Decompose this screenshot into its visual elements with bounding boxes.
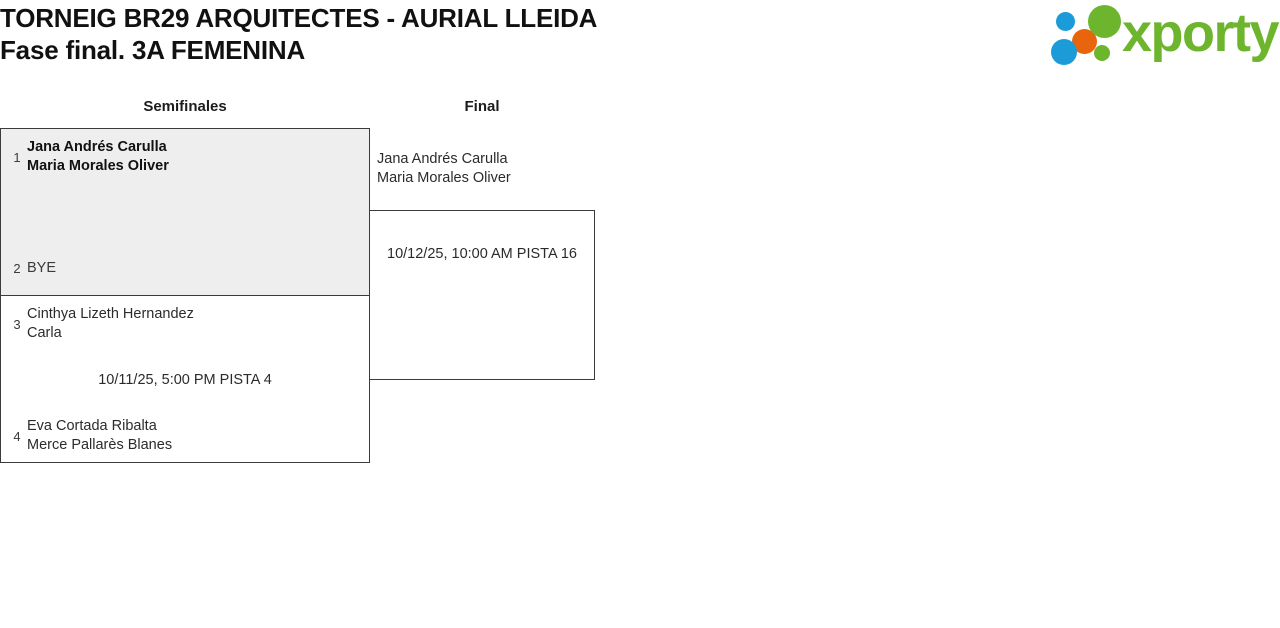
tournament-title-block: TORNEIG BR29 ARQUITECTES - AURIAL LLEIDA… (0, 2, 900, 66)
player-name-2: Carla (27, 325, 62, 341)
team-names: Eva Cortada Ribalta Merce Pallarès Blane… (27, 417, 172, 455)
logo-dot-blue-small (1056, 12, 1075, 31)
logo-dot-green-large (1088, 5, 1121, 38)
team-names: Cinthya Lizeth Hernandez Carla (27, 305, 194, 343)
logo-wordmark: xporty (1122, 3, 1280, 63)
round-header-semifinales: Semifinales (143, 98, 227, 115)
match-final-schedule: 10/12/25, 10:00 AM PISTA 16 (387, 246, 577, 262)
logo-dot-green-small (1094, 45, 1110, 61)
round-header-final: Final (464, 98, 500, 115)
match-sf1-team-bottom[interactable]: 2 BYE (1, 259, 369, 278)
tournament-name: TORNEIG BR29 ARQUITECTES - AURIAL LLEIDA (0, 3, 598, 33)
match-sf2-team-bottom[interactable]: 4 Eva Cortada Ribalta Merce Pallarès Bla… (1, 417, 369, 455)
seed-number: 2 (13, 261, 21, 276)
match-semifinal-2[interactable]: 3 Cinthya Lizeth Hernandez Carla 10/11/2… (0, 295, 370, 463)
seed-number: 1 (13, 149, 21, 165)
bye-label: BYE (27, 260, 57, 276)
match-sf2-schedule: 10/11/25, 5:00 PM PISTA 4 (98, 372, 272, 388)
player-name-1: Eva Cortada Ribalta (27, 418, 157, 434)
seed-number: 3 (13, 316, 21, 332)
page-header: TORNEIG BR29 ARQUITECTES - AURIAL LLEIDA… (0, 0, 1280, 86)
final-qualified-team[interactable]: Jana Andrés Carulla Maria Morales Oliver (377, 150, 511, 188)
match-final[interactable]: 10/12/25, 10:00 AM PISTA 16 (369, 210, 595, 380)
team-names: Jana Andrés Carulla Maria Morales Oliver (27, 138, 169, 176)
player-name-1: Cinthya Lizeth Hernandez (27, 306, 194, 322)
seed-number: 4 (13, 428, 21, 444)
logo-dots-icon (1050, 4, 1126, 66)
player-name-2: Maria Morales Oliver (377, 170, 511, 186)
match-sf2-team-top[interactable]: 3 Cinthya Lizeth Hernandez Carla (1, 305, 369, 343)
xporty-logo[interactable]: xporty (1050, 3, 1280, 66)
match-sf1-team-top[interactable]: 1 Jana Andrés Carulla Maria Morales Oliv… (1, 138, 369, 176)
tournament-phase: Fase final. 3A FEMENINA (0, 35, 306, 65)
match-semifinal-1[interactable]: 1 Jana Andrés Carulla Maria Morales Oliv… (0, 128, 370, 296)
player-name-2: Merce Pallarès Blanes (27, 437, 173, 453)
logo-dot-blue-large (1051, 39, 1077, 65)
player-name-1: Jana Andrés Carulla (27, 139, 167, 155)
player-name-2: Maria Morales Oliver (27, 158, 169, 174)
player-name-1: Jana Andrés Carulla (377, 151, 508, 167)
